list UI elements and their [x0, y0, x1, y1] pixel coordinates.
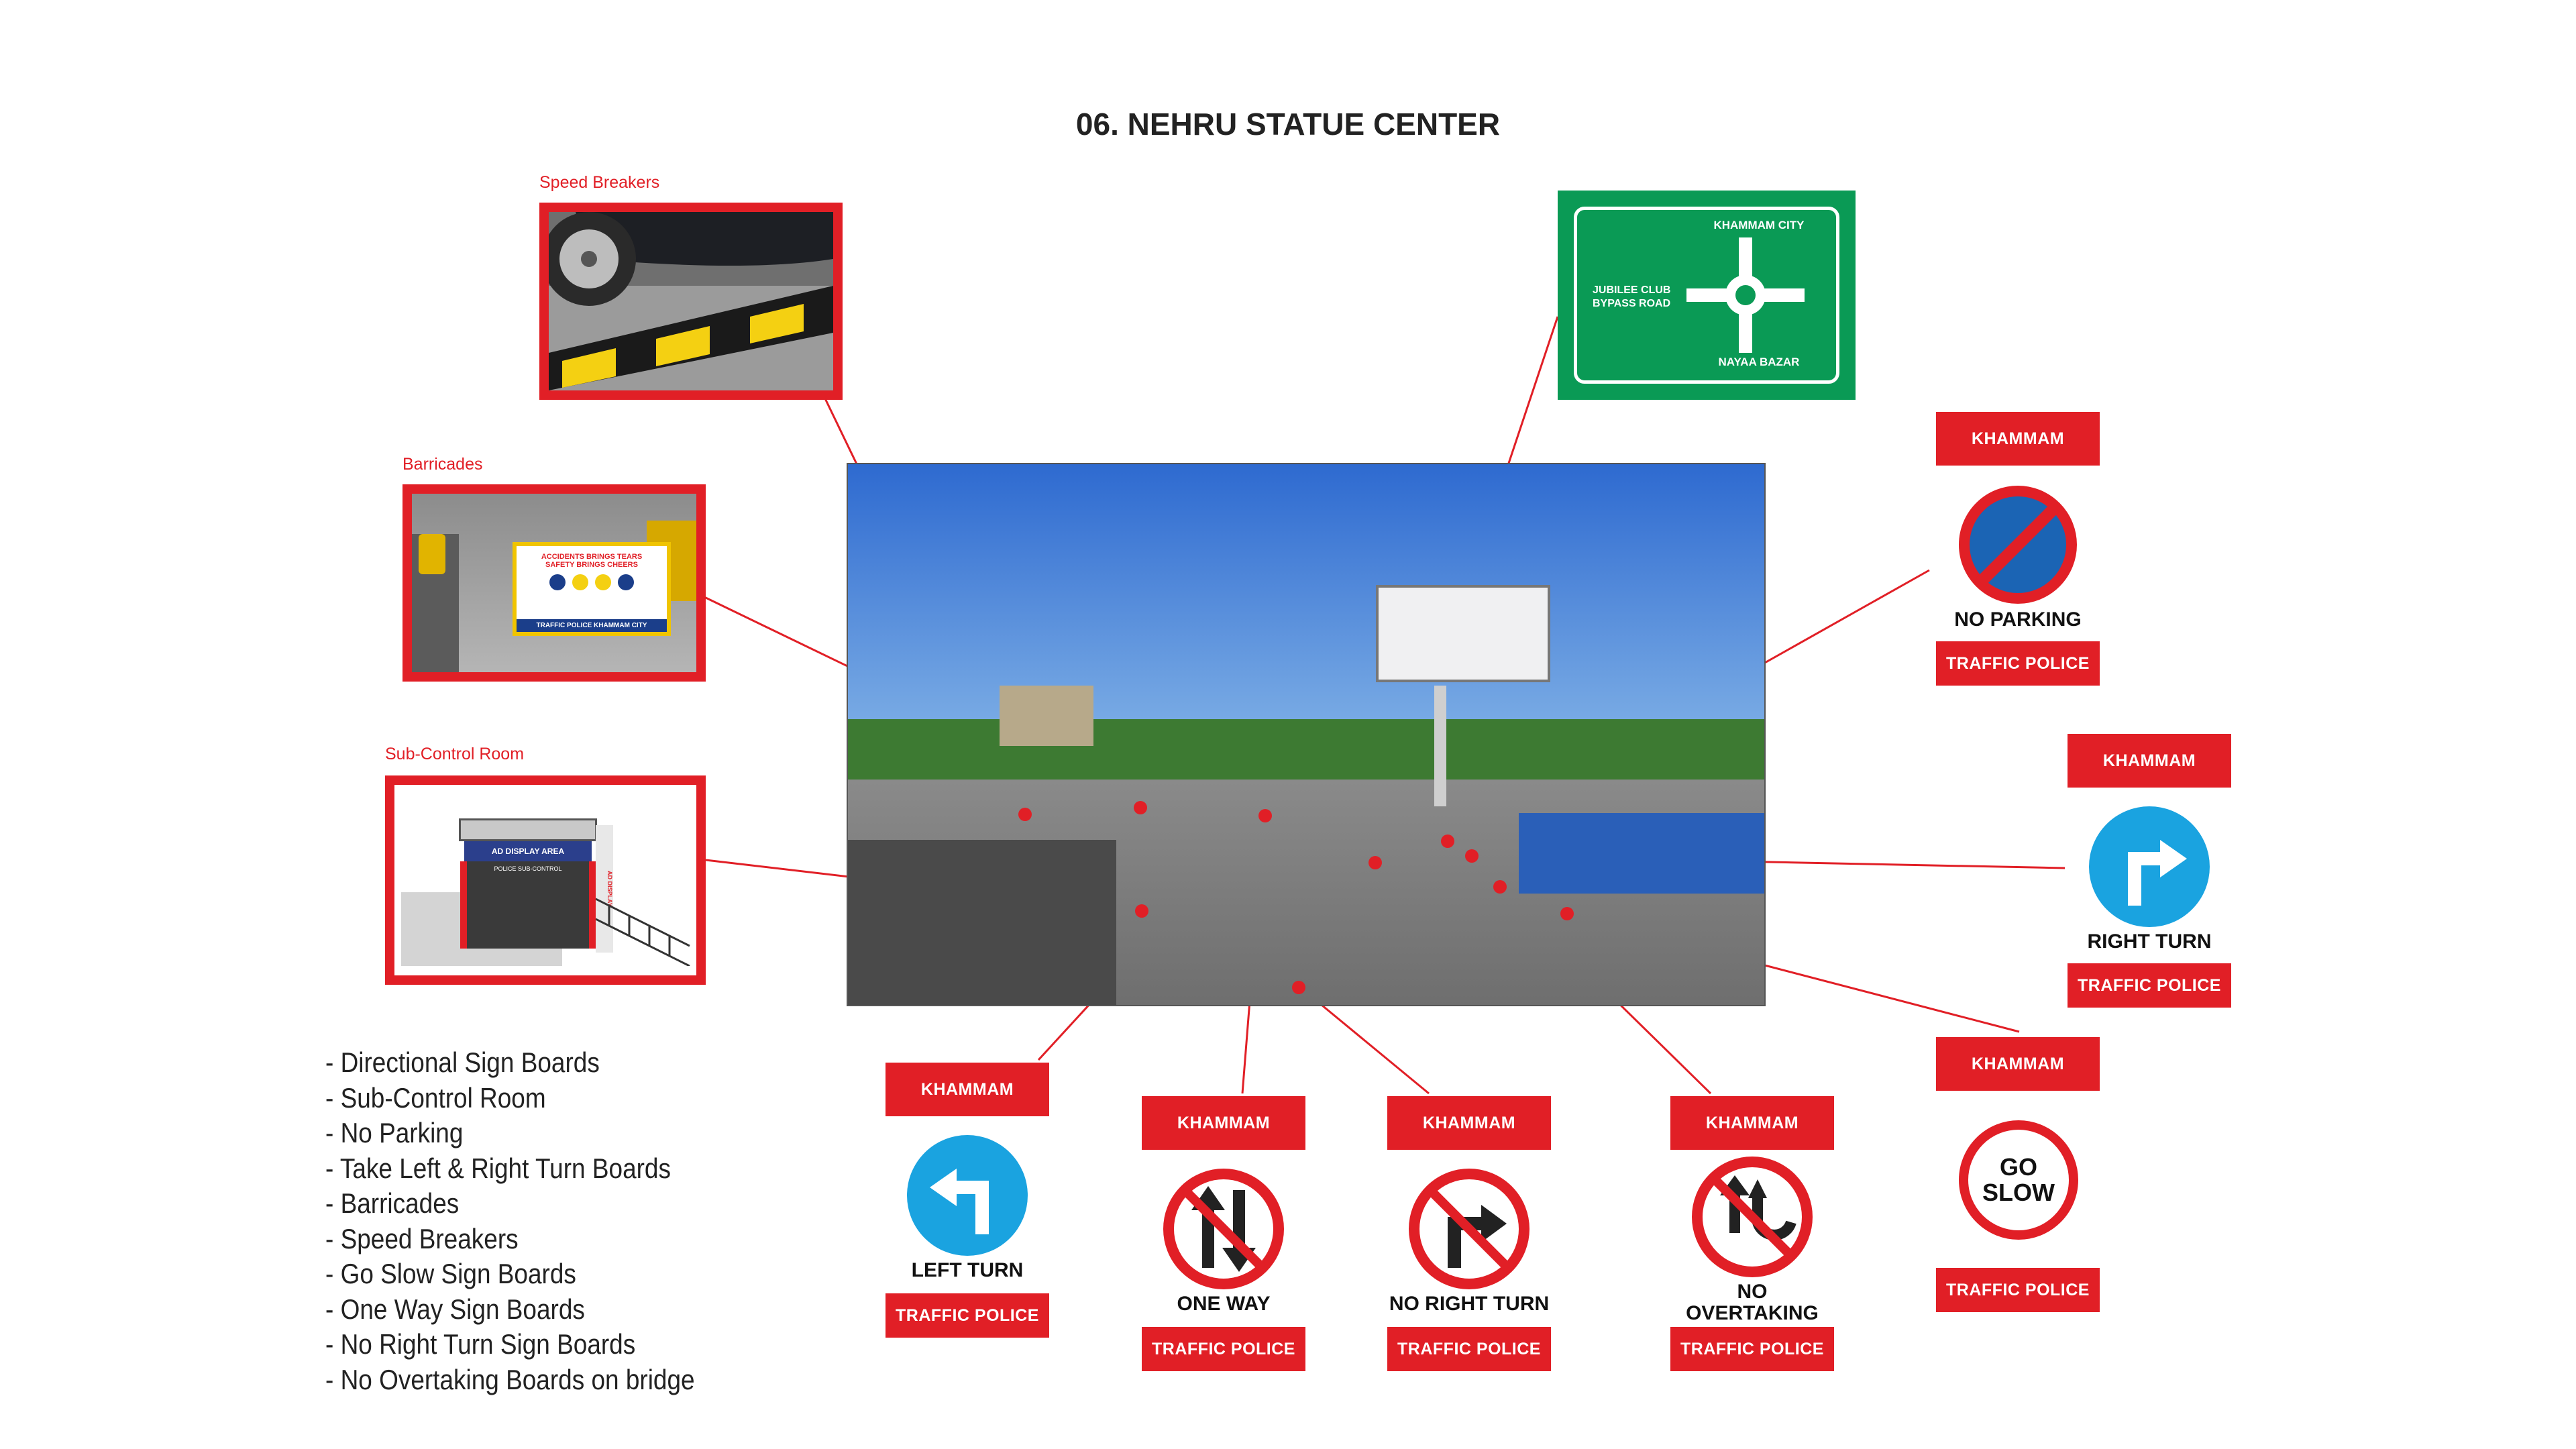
sign-header-one-way: KHAMMAM: [1142, 1096, 1305, 1150]
marker-dot: [1258, 809, 1272, 822]
barricade-line-2: SAFETY BRINGS CHEERS: [545, 561, 638, 569]
label-speed-breakers: Speed Breakers: [539, 173, 660, 192]
stair-railing: [596, 898, 690, 966]
police-emblem-icon: [549, 574, 566, 590]
no-right-turn-label: NO RIGHT TURN: [1389, 1293, 1550, 1315]
direction-west-line-1: JUBILEE CLUB: [1593, 284, 1671, 296]
measures-list: - Directional Sign Boards - Sub-Control …: [325, 1045, 745, 1397]
sign-footer-one-way: TRAFFIC POLICE: [1142, 1327, 1305, 1371]
control-room-body: POLICE SUB-CONTROL: [464, 861, 592, 949]
marker-dot: [1441, 835, 1454, 848]
list-item: - Speed Breakers: [325, 1222, 519, 1254]
police-sub-control-text: POLICE SUB-CONTROL: [494, 865, 562, 872]
roundabout-icon: [1686, 237, 1805, 353]
sign-footer-no-parking: TRAFFIC POLICE: [1936, 641, 2100, 686]
smiley-icon: [595, 574, 611, 590]
barricade-board: ACCIDENTS BRINGS TEARS SAFETY BRINGS CHE…: [513, 542, 671, 636]
barricade-footer: TRAFFIC POLICE KHAMMAM CITY: [517, 619, 667, 632]
billboard-pole: [1434, 686, 1446, 806]
speed-breakers-photo: [539, 203, 843, 400]
go-slow-icon: GO SLOW: [1959, 1120, 2078, 1240]
sign-footer-no-overtaking: TRAFFIC POLICE: [1670, 1327, 1834, 1371]
no-overtaking-label-line-2: OVERTAKING: [1686, 1302, 1819, 1324]
speed-breaker-illustration: [549, 212, 833, 390]
no-parking-label: NO PARKING: [1954, 608, 2082, 631]
smiley-icon: [572, 574, 588, 590]
one-way-icon: [1163, 1169, 1284, 1289]
no-right-turn-icon: [1409, 1169, 1529, 1289]
direction-north: KHAMMAM CITY: [1713, 219, 1805, 231]
marker-dot: [1135, 904, 1148, 918]
label-barricades: Barricades: [402, 455, 483, 474]
label-sub-control-room: Sub-Control Room: [385, 745, 525, 763]
right-turn-label: RIGHT TURN: [2087, 930, 2212, 953]
police-emblem-icon: [618, 574, 634, 590]
sign-header-right-turn: KHAMMAM: [2068, 734, 2231, 788]
page-title: 06. NEHRU STATUE CENTER: [1075, 107, 1501, 142]
sign-header-left-turn: KHAMMAM: [885, 1063, 1049, 1116]
left-turn-label: LEFT TURN: [911, 1259, 1024, 1281]
marker-dot: [1134, 801, 1147, 814]
one-way-label: ONE WAY: [1177, 1293, 1271, 1315]
marker-dot: [1292, 981, 1305, 994]
list-item: - One Way Sign Boards: [325, 1293, 585, 1325]
marker-dot: [1493, 880, 1507, 894]
marker-dot: [1560, 907, 1574, 920]
list-item: - No Parking: [325, 1117, 464, 1148]
marker-dot: [1368, 856, 1382, 869]
sub-control-room-illustration: AD DISPLAY AREA POLICE SUB-CONTROL AD DI…: [385, 775, 706, 985]
list-item: - Sub-Control Room: [325, 1081, 546, 1114]
list-item: - No Overtaking Boards on bridge: [325, 1363, 695, 1395]
side-ad-panel: AD DISPLAY: [596, 825, 613, 953]
barricades-photo: ACCIDENTS BRINGS TEARS SAFETY BRINGS CHE…: [402, 484, 706, 682]
direction-south: NAYAA BAZAR: [1718, 356, 1800, 368]
list-item: - No Right Turn Sign Boards: [325, 1328, 636, 1360]
marker-dot: [1018, 808, 1032, 821]
direction-west-line-2: BYPASS ROAD: [1593, 298, 1671, 309]
no-overtaking-label-line-1: NO: [1737, 1281, 1768, 1303]
directional-sign-board: KHAMMAM CITY JUBILEE CLUB BYPASS ROAD NA…: [1558, 191, 1856, 400]
ad-display-panel: AD DISPLAY AREA: [464, 841, 592, 861]
list-item: - Directional Sign Boards: [325, 1046, 600, 1078]
sign-header-go-slow: KHAMMAM: [1936, 1037, 2100, 1091]
junction-photo: [847, 463, 1766, 1006]
barricade-line-1: ACCIDENTS BRINGS TEARS: [541, 553, 643, 561]
list-item: - Go Slow Sign Boards: [325, 1258, 576, 1289]
sign-header-no-overtaking: KHAMMAM: [1670, 1096, 1834, 1150]
list-item: - Barricades: [325, 1187, 460, 1219]
sign-footer-no-right-turn: TRAFFIC POLICE: [1387, 1327, 1551, 1371]
go-slow-line-2: SLOW: [1982, 1179, 2055, 1206]
no-overtaking-icon: [1692, 1157, 1813, 1277]
left-turn-icon: [907, 1135, 1028, 1256]
go-slow-line-1: GO: [1999, 1153, 2037, 1181]
right-turn-icon: [2089, 806, 2210, 927]
billboard: [1376, 585, 1550, 682]
sign-footer-go-slow: TRAFFIC POLICE: [1936, 1268, 2100, 1312]
marker-dot: [1465, 849, 1479, 863]
list-item: - Take Left & Right Turn Boards: [325, 1152, 671, 1184]
sign-header-no-parking: KHAMMAM: [1936, 412, 2100, 466]
no-parking-icon: [1959, 486, 2077, 604]
sign-header-no-right-turn: KHAMMAM: [1387, 1096, 1551, 1150]
sign-footer-left-turn: TRAFFIC POLICE: [885, 1293, 1049, 1338]
sign-footer-right-turn: TRAFFIC POLICE: [2068, 963, 2231, 1008]
